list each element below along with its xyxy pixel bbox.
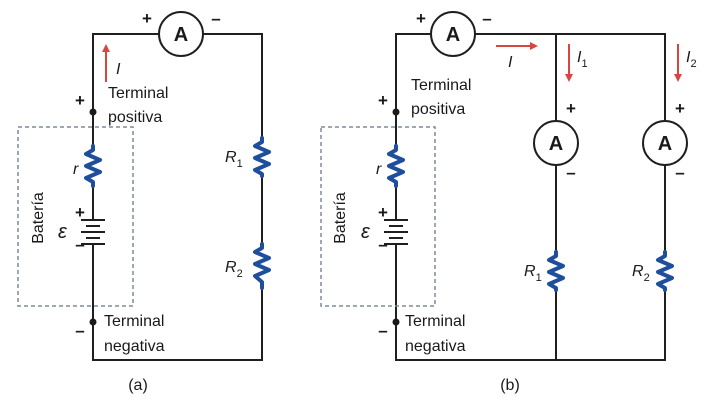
- negative-label-a: negativa: [104, 338, 165, 355]
- r1-label-b: R1: [524, 263, 542, 284]
- ammeter-main-symbol-b: A: [446, 24, 460, 46]
- current-label-a: I: [116, 61, 121, 78]
- ammeter-symbol-a: A: [174, 24, 188, 46]
- emf-label-a: ε: [58, 221, 68, 243]
- current-label-i2-b: I2: [686, 49, 697, 70]
- positive-terminal-dot-b: [392, 108, 400, 116]
- ammeter-a: [158, 11, 204, 57]
- battery-label-a: Batería: [30, 192, 47, 244]
- terminal-minus-b: –: [378, 321, 387, 340]
- battery-box-b: [320, 126, 436, 307]
- ammeter-branch1-b: [533, 120, 579, 166]
- negative-terminal-dot-b: [392, 318, 400, 326]
- resistor-r2-b: [656, 250, 674, 292]
- positive-terminal-word-a: Terminal: [108, 85, 168, 102]
- ammeter-branch2-symbol-b: A: [658, 133, 672, 155]
- negative-terminal-word-a: Terminal: [104, 313, 164, 330]
- positive-terminal-dot-a: [89, 108, 97, 116]
- wire-a-bottom: [92, 245, 263, 361]
- battery-cell-a: [81, 219, 105, 245]
- caption-b: (b): [500, 377, 520, 394]
- ammeter-main-plus-b: +: [416, 9, 426, 28]
- current-label-main-b: I: [508, 54, 513, 71]
- ammeter-plus-a: +: [142, 9, 152, 28]
- panel-b: A + – A + – A + – I I1 I2 + Terminal pos…: [320, 9, 697, 394]
- ammeter-minus-a: –: [211, 9, 220, 28]
- ammeter-main-minus-b: –: [482, 9, 491, 28]
- internal-resistance-label-b: r: [376, 161, 382, 178]
- caption-a: (a): [128, 377, 148, 394]
- resistor-r1-b: [547, 250, 565, 292]
- terminal-plus-a: +: [75, 91, 85, 110]
- negative-label-b: negativa: [405, 338, 466, 355]
- ammeter-branch2-minus-b: –: [675, 163, 684, 182]
- battery-cell-b: [384, 219, 408, 245]
- r1-label-a: R1: [225, 149, 243, 170]
- terminal-minus-a: –: [75, 321, 84, 340]
- battery-box-a: [17, 126, 134, 307]
- resistor-r2-a: [253, 242, 271, 290]
- internal-resistance-label-a: r: [73, 161, 79, 178]
- ammeter-branch2-plus-b: +: [675, 99, 685, 118]
- r2-label-a: R2: [225, 259, 243, 280]
- negative-terminal-word-b: Terminal: [405, 313, 465, 330]
- battery-label-b: Batería: [332, 192, 349, 244]
- ammeter-branch2-b: [642, 120, 688, 166]
- current-label-i1-b: I1: [577, 49, 588, 70]
- ammeter-branch1-symbol-b: A: [549, 133, 563, 155]
- wire-a-top-right: [203, 33, 263, 139]
- battery-plus-a: +: [75, 203, 85, 222]
- ammeter-branch1-minus-b: –: [566, 163, 575, 182]
- wire-b-branch2-bottom: [395, 245, 666, 361]
- battery-plus-b: +: [378, 203, 388, 222]
- battery-minus-b: –: [378, 235, 387, 254]
- positive-label-b: positiva: [411, 101, 465, 118]
- battery-minus-a: –: [75, 235, 84, 254]
- positive-label-a: positiva: [108, 109, 162, 126]
- internal-resistor-a: [84, 144, 102, 188]
- positive-terminal-word-b: Terminal: [411, 77, 471, 94]
- panel-a: A + – I + Terminal positiva – Terminal n…: [17, 9, 271, 394]
- internal-resistor-b: [387, 144, 405, 188]
- resistor-r1-a: [253, 136, 271, 178]
- ammeter-main-b: [430, 11, 476, 57]
- negative-terminal-dot-a: [89, 318, 97, 326]
- emf-label-b: ε: [361, 221, 371, 243]
- terminal-plus-b: +: [378, 91, 388, 110]
- ammeter-branch1-plus-b: +: [566, 99, 576, 118]
- r2-label-b: R2: [632, 263, 650, 284]
